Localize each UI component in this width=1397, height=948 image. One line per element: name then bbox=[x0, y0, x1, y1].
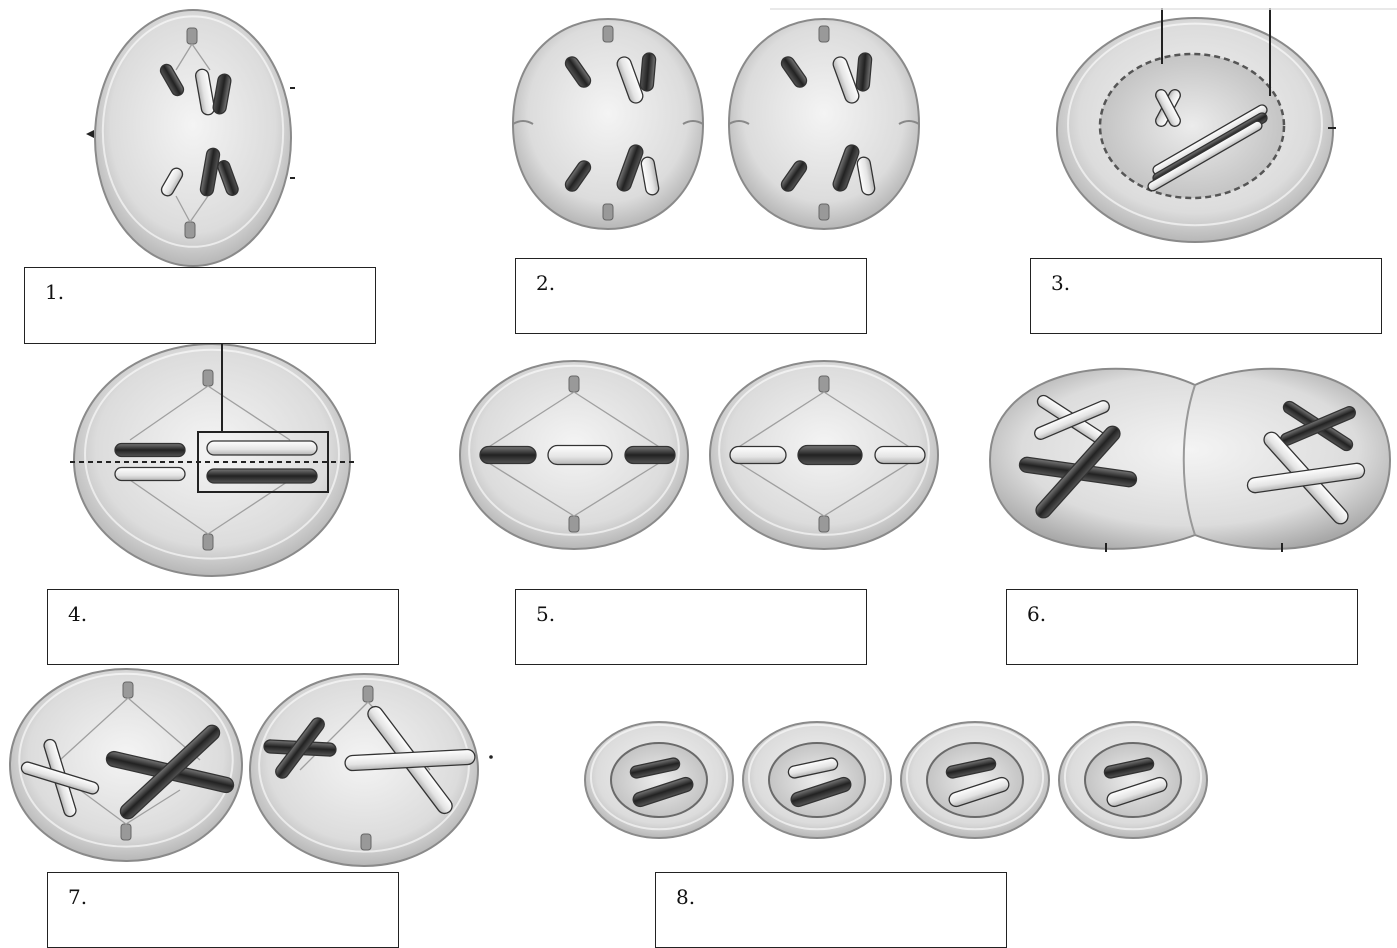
centriole bbox=[569, 376, 579, 392]
label-number-4: 4. bbox=[68, 602, 87, 626]
stage-2-cells bbox=[513, 19, 919, 229]
centriole bbox=[603, 204, 613, 220]
label-number-1: 1. bbox=[45, 280, 64, 304]
label-box-7[interactable]: 7. bbox=[47, 872, 399, 948]
centriole bbox=[819, 516, 829, 532]
stage-5-cells bbox=[460, 361, 938, 549]
cell-membrane bbox=[729, 19, 919, 229]
label-number-8: 8. bbox=[676, 885, 695, 909]
nucleus bbox=[611, 743, 707, 817]
centriole bbox=[203, 534, 213, 550]
chromosome bbox=[207, 469, 317, 483]
label-number-7: 7. bbox=[68, 885, 87, 909]
chromosome bbox=[207, 441, 317, 455]
stage-4-cell bbox=[70, 344, 355, 576]
nucleus bbox=[1085, 743, 1181, 817]
pointer-dot bbox=[489, 755, 493, 759]
chromosome bbox=[115, 444, 185, 457]
chromosome bbox=[798, 446, 862, 465]
nucleus bbox=[927, 743, 1023, 817]
chromosome bbox=[625, 447, 675, 464]
centriole bbox=[187, 28, 197, 44]
cell-membrane bbox=[990, 369, 1390, 549]
label-box-4[interactable]: 4. bbox=[47, 589, 399, 665]
chromosome bbox=[730, 447, 786, 464]
chromosome bbox=[640, 53, 656, 92]
label-box-2[interactable]: 2. bbox=[515, 258, 867, 334]
label-box-3[interactable]: 3. bbox=[1030, 258, 1382, 334]
label-number-2: 2. bbox=[536, 271, 555, 295]
stage-6-cells bbox=[990, 369, 1390, 552]
chromosome bbox=[856, 53, 872, 92]
stage-1-cell bbox=[86, 10, 295, 266]
centriole bbox=[363, 686, 373, 702]
centriole bbox=[603, 26, 613, 42]
label-box-1[interactable]: 1. bbox=[24, 267, 376, 344]
chromosome bbox=[480, 447, 536, 464]
label-box-5[interactable]: 5. bbox=[515, 589, 867, 665]
pointer-tick bbox=[86, 130, 94, 138]
label-number-5: 5. bbox=[536, 602, 555, 626]
cell-membrane bbox=[513, 19, 703, 229]
centriole bbox=[569, 516, 579, 532]
label-number-3: 3. bbox=[1051, 271, 1070, 295]
label-box-6[interactable]: 6. bbox=[1006, 589, 1358, 665]
label-number-6: 6. bbox=[1027, 602, 1046, 626]
chromosome bbox=[115, 468, 185, 481]
label-box-8[interactable]: 8. bbox=[655, 872, 1007, 948]
chromosome bbox=[875, 447, 925, 464]
centriole bbox=[819, 204, 829, 220]
centriole bbox=[123, 682, 133, 698]
centriole bbox=[819, 376, 829, 392]
centriole bbox=[819, 26, 829, 42]
centriole bbox=[185, 222, 195, 238]
centriole bbox=[361, 834, 371, 850]
stage-7-cells bbox=[10, 669, 493, 866]
stage-8-cells bbox=[585, 722, 1207, 838]
centriole bbox=[203, 370, 213, 386]
centriole bbox=[121, 824, 131, 840]
chromosome bbox=[548, 446, 612, 465]
nucleus bbox=[769, 743, 865, 817]
